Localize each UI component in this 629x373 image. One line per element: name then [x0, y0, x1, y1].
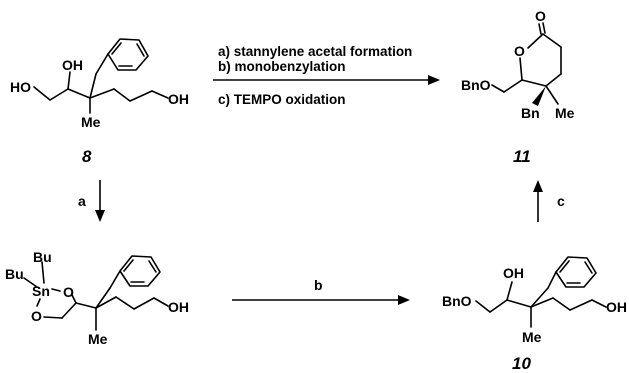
compound-8-number: 8	[82, 147, 92, 166]
stannylene-bonds	[23, 255, 169, 331]
condition-a: a) stannylene acetal formation	[218, 44, 412, 59]
compound-8-oh-top: OH	[62, 57, 83, 73]
stannylene-o-right: O	[63, 284, 74, 300]
compound-11-bn: Bn	[521, 105, 540, 121]
compound-stannylene-acetal: Bu Bu Sn O O Me OH	[5, 249, 189, 347]
compound-8-methyl: Me	[81, 114, 101, 130]
stannylene-bu-top: Bu	[33, 249, 52, 265]
reaction-a-arrow-head	[95, 210, 105, 222]
compound-10-benzene-ring	[555, 256, 597, 288]
reaction-c-label: c	[557, 193, 565, 209]
reaction-c-arrow-head	[533, 180, 543, 192]
compound-8: HO OH Me OH 8	[10, 38, 189, 166]
stannylene-methyl: Me	[88, 331, 108, 347]
compound-10-methyl: Me	[522, 329, 542, 345]
stannylene-bu-left: Bu	[5, 266, 24, 282]
reaction-b-arrow-head	[398, 295, 410, 305]
compound-11-bonds	[491, 22, 562, 106]
compound-11-ring-o: O	[514, 43, 525, 59]
bn-wedge-bond	[532, 86, 546, 106]
reaction-a-label: a	[78, 193, 86, 209]
compound-10-oh-right: OH	[606, 299, 627, 315]
stannylene-benzene-ring	[119, 255, 161, 287]
condition-b: b) monobenzylation	[218, 59, 346, 74]
compound-10: OH BnO Me OH 10	[442, 256, 627, 373]
main-arrow-head	[428, 75, 440, 85]
compound-10-bonds	[475, 256, 607, 328]
reaction-b: b	[232, 277, 410, 305]
compound-11-carbonyl-o: O	[535, 8, 546, 24]
compound-11-methyl: Me	[555, 105, 575, 121]
reaction-a: a	[78, 180, 105, 222]
compound-8-oh-right: OH	[168, 91, 189, 107]
compound-8-bonds	[33, 38, 169, 114]
reaction-b-label: b	[314, 277, 323, 293]
compound-10-oh-top: OH	[503, 265, 524, 281]
stannylene-sn: Sn	[32, 283, 50, 299]
stannylene-oh: OH	[168, 299, 189, 315]
compound-10-bno: BnO	[442, 293, 472, 309]
compound-8-ho-left: HO	[10, 79, 31, 95]
compound-11: O O BnO Bn Me 11	[461, 8, 575, 166]
stannylene-o-left: O	[31, 308, 42, 324]
compound-11-bno: BnO	[461, 77, 491, 93]
compound-11-number: 11	[513, 147, 531, 166]
condition-c: c) TEMPO oxidation	[218, 92, 346, 107]
main-reaction: a) stannylene acetal formation b) monobe…	[213, 44, 440, 107]
benzene-ring	[107, 38, 149, 71]
compound-10-number: 10	[512, 354, 531, 373]
reaction-c: c	[533, 180, 565, 222]
